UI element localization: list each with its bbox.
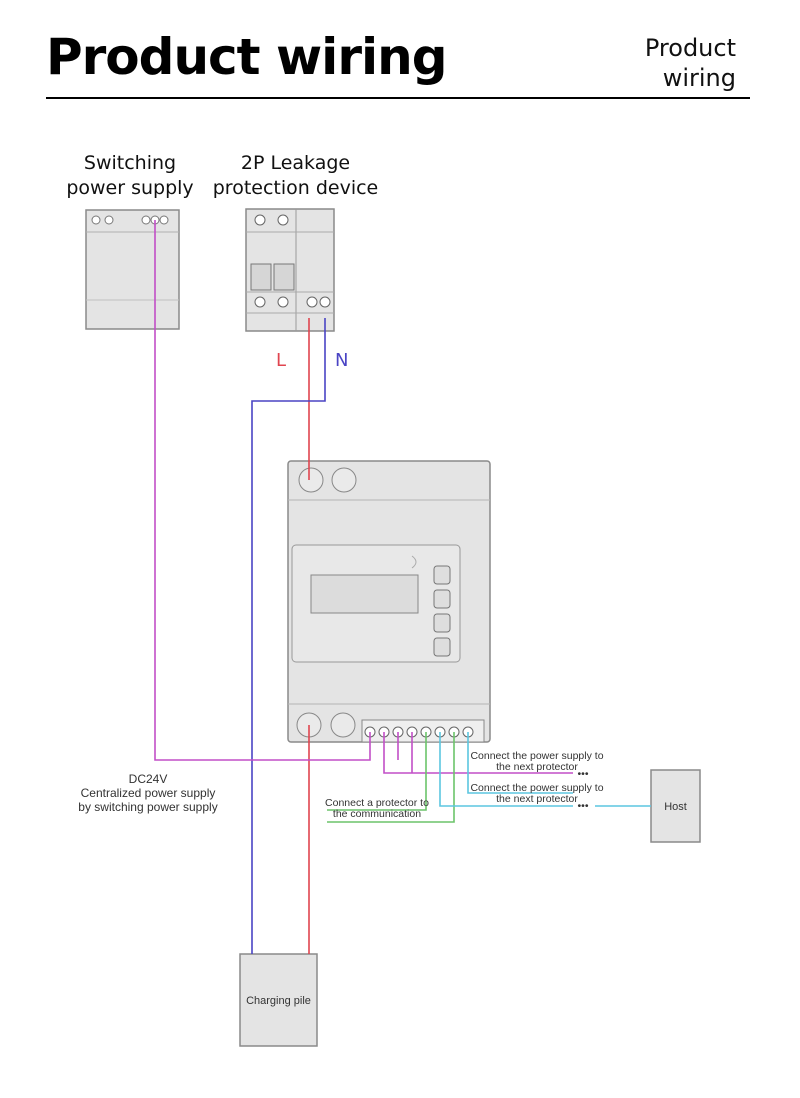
ps-terminal: [141, 215, 151, 225]
switching-power-supply-label: Switching power supply: [66, 152, 194, 199]
lcd-screen: [310, 574, 419, 614]
comm-wire-green-1: [327, 732, 427, 811]
control-key: [433, 613, 451, 633]
ellipsis-1: •••: [577, 768, 589, 780]
dc-voltage-label: DC24V: [128, 772, 168, 786]
breaker-screw: [277, 296, 289, 308]
protector-top-terminal: [331, 467, 357, 493]
next-power-note-2: Connect the power supply to: [470, 782, 604, 794]
wifi-mark: [411, 555, 417, 569]
breaker-toggle: [250, 263, 272, 291]
comm-wire-cyan-2: [467, 732, 573, 794]
dc-desc-line-1: Centralized power supply: [80, 786, 216, 800]
comm-wire-cyan-1: [439, 732, 573, 807]
page-title: Product wiring: [46, 28, 448, 86]
host-box: [650, 769, 701, 843]
neutral-wire: [251, 318, 326, 954]
protector-top-terminal: [298, 467, 324, 493]
page-subtitle: Product wiring: [644, 34, 736, 92]
leakage-device-label: 2P Leakage protection device: [212, 152, 379, 199]
ps-terminal: [104, 215, 114, 225]
dc-wire-next-1: [383, 732, 573, 774]
leakage-protection-device: [245, 208, 335, 332]
next-power-note-2b: the next protector: [496, 793, 578, 805]
protector-device: [287, 460, 491, 743]
host-label: Host: [664, 801, 687, 813]
breaker-toggle: [273, 263, 295, 291]
charging-pile-label: Charging pile: [246, 995, 311, 1007]
switching-power-supply: [85, 209, 180, 330]
next-power-note-1: Connect the power supply to: [470, 750, 604, 762]
header-rule: [46, 97, 750, 99]
dc-wire-main: [154, 220, 371, 761]
ellipsis-2: •••: [577, 800, 589, 812]
breaker-screw: [254, 214, 266, 226]
control-key: [433, 637, 451, 657]
comm-wire-green-2: [327, 732, 455, 823]
breaker-screw: [254, 296, 266, 308]
neutral-label: N: [335, 350, 349, 371]
comm-note-1: Connect a protector to: [325, 797, 429, 809]
breaker-screw: [319, 296, 331, 308]
charging-pile-box: [239, 953, 318, 1047]
comm-note-2: the communication: [332, 808, 422, 820]
protector-bottom-terminal: [330, 712, 356, 738]
power-supply-body: [85, 209, 180, 330]
ps-terminal: [91, 215, 101, 225]
control-key: [433, 589, 451, 609]
wires: [154, 220, 651, 954]
next-power-note-1b: the next protector: [496, 761, 578, 773]
breaker-screw: [277, 214, 289, 226]
dc-desc-line-2: by switching power supply: [78, 800, 218, 814]
control-key: [433, 565, 451, 585]
breaker-screw: [306, 296, 318, 308]
live-label: L: [276, 350, 287, 371]
ps-terminal: [159, 215, 169, 225]
